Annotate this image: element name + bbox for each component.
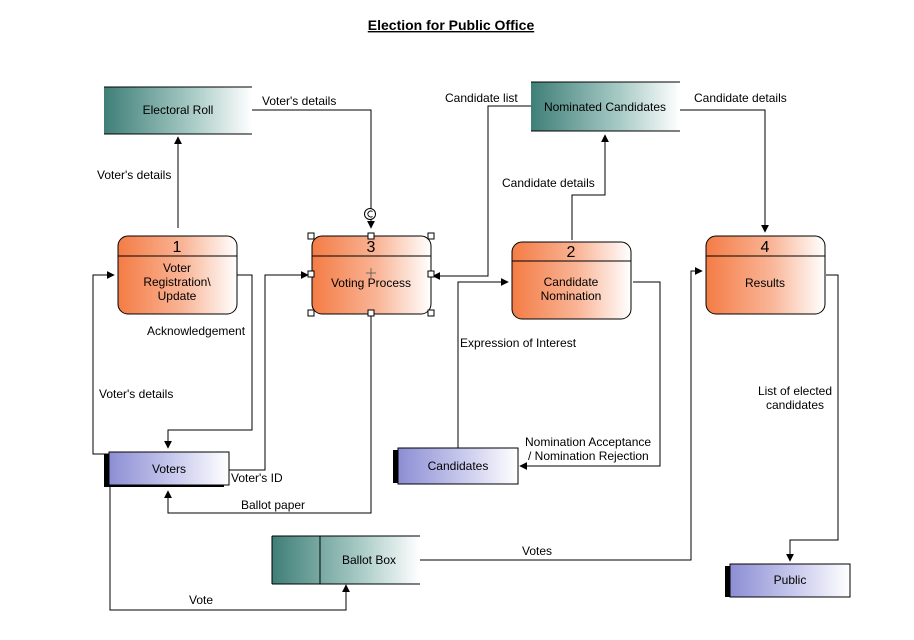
label-vote: Vote (189, 593, 213, 607)
process-2-line-1: Candidate (544, 275, 599, 289)
label-voters-id: Voter's ID (231, 471, 283, 485)
flow-results-to-public[interactable] (786, 274, 839, 562)
flow-ballot-paper[interactable] (164, 316, 372, 514)
process-candidate-nomination[interactable]: 2 Candidate Nomination (511, 241, 632, 320)
diagram-title: Election for Public Office (368, 17, 535, 33)
process-2-line-2: Nomination (541, 289, 602, 303)
process-1-line-2: Registration\ (143, 275, 211, 289)
flow-labels: Voter's details Voter's details Acknowle… (97, 91, 832, 607)
label-ballot-paper: Ballot paper (241, 498, 305, 512)
voters-label: Voters (152, 462, 186, 476)
flow-nomination-response[interactable] (519, 281, 661, 470)
label-candidate-list: Candidate list (445, 91, 518, 105)
flow-expression-of-interest[interactable] (457, 278, 509, 448)
process-voter-registration[interactable]: 1 Voter Registration\ Update (117, 235, 238, 315)
center-crosshair-icon (366, 268, 376, 278)
label-acknowledgement: Acknowledgement (147, 324, 246, 338)
rotate-handle-icon[interactable] (364, 208, 376, 220)
label-expression-of-interest: Expression of Interest (460, 336, 577, 350)
nominated-candidates-label: Nominated Candidates (544, 100, 666, 114)
public-label: Public (774, 573, 807, 587)
flow-candidate-list[interactable] (432, 105, 531, 280)
flow-nomination-to-store[interactable] (571, 134, 609, 240)
entity-public[interactable]: Public (725, 563, 851, 598)
label-list-of-elected-1: List of elected (758, 384, 832, 398)
entity-voters[interactable]: Voters (104, 451, 230, 487)
electoral-roll-label: Electoral Roll (143, 103, 214, 117)
label-candidate-details-store: Candidate details (502, 176, 595, 190)
label-voters-details-roll: Voter's details (262, 94, 336, 108)
label-list-of-elected-2: candidates (766, 398, 824, 412)
label-voters-details-registration: Voter's details (99, 387, 173, 401)
flow-voters-id[interactable] (229, 271, 309, 471)
entity-candidates[interactable]: Candidates (393, 447, 519, 485)
flow-lines (92, 105, 839, 611)
process-4-line-1: Results (745, 276, 785, 290)
flow-vote[interactable] (109, 487, 350, 611)
process-1-number: 1 (173, 239, 182, 256)
flow-voters-to-registration[interactable] (92, 271, 115, 455)
candidates-label: Candidates (428, 459, 489, 473)
process-2-number: 2 (567, 244, 576, 261)
label-voters-details-to-roll: Voter's details (97, 168, 171, 182)
label-nomination-response-1: Nomination Acceptance (525, 435, 651, 449)
process-voting[interactable]: 3 Voting Process (307, 208, 435, 317)
process-4-number: 4 (761, 239, 770, 256)
flow-acknowledgement[interactable] (164, 274, 253, 449)
data-store-electoral-roll[interactable]: Electoral Roll (104, 86, 252, 135)
label-nomination-response-2: / Nomination Rejection (528, 449, 649, 463)
process-3-line-1: Voting Process (331, 276, 411, 290)
label-votes: Votes (522, 544, 552, 558)
process-3-number: 3 (367, 239, 376, 256)
ballot-box-label: Ballot Box (342, 553, 396, 567)
flow-store-to-results[interactable] (680, 109, 769, 233)
process-results[interactable]: 4 Results (705, 235, 826, 315)
selection-handles[interactable] (307, 232, 435, 317)
data-store-nominated-candidates[interactable]: Nominated Candidates (531, 81, 680, 132)
flow-votes[interactable] (420, 267, 703, 561)
process-1-line-1: Voter (163, 261, 191, 275)
process-1-line-3: Update (158, 289, 197, 303)
label-candidate-details-results: Candidate details (694, 91, 787, 105)
flow-roll-to-voting[interactable] (252, 109, 375, 229)
data-store-ballot-box[interactable]: Ballot Box (271, 535, 420, 585)
